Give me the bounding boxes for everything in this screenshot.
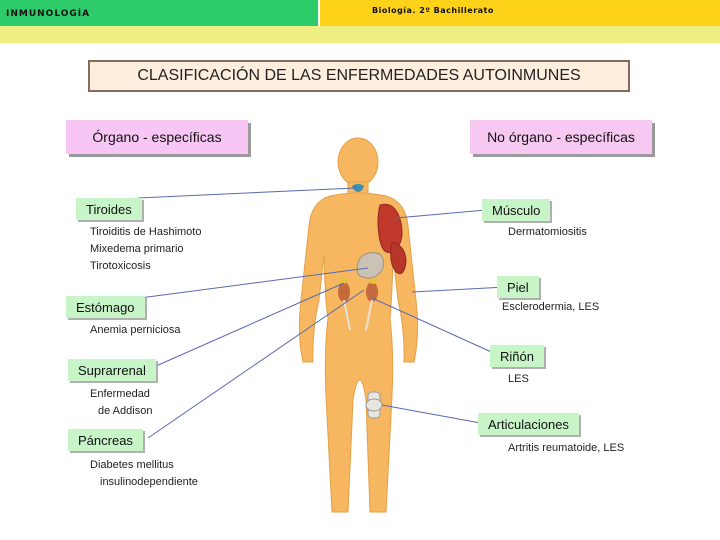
organ-tag-skin: Piel (497, 276, 539, 298)
disease-item: de Addison (98, 405, 153, 417)
disease-list-joints: Artritis reumatoide, LES (508, 440, 624, 457)
disease-item: Artritis reumatoide, LES (508, 442, 625, 454)
disease-list-kidney: LES (508, 371, 529, 388)
disease-item: Anemia perniciosa (90, 324, 181, 336)
disease-item: insulinodependiente (100, 476, 198, 488)
disease-item: Dermatomiositis (508, 226, 587, 238)
disease-list-skin: Esclerodermia, LES (502, 299, 599, 316)
header-subject-bar: INMUNOLOGÍA (0, 0, 318, 26)
disease-list-muscle: Dermatomiositis (508, 224, 587, 241)
disease-list-stomach: Anemia perniciosa (90, 322, 181, 339)
disease-item: Enfermedad (90, 388, 150, 400)
disease-list-pancreas: Diabetes mellitus insulinodependiente (90, 457, 198, 491)
organ-tag-thyroid: Tiroides (76, 198, 142, 220)
disease-list-thyroid: Tiroiditis de Hashimoto Mixedema primari… (90, 224, 201, 275)
organ-tag-muscle: Músculo (482, 199, 551, 221)
joint-icon (365, 391, 383, 419)
organ-tag-pancreas: Páncreas (68, 429, 143, 451)
header-band (0, 26, 720, 43)
category-non-organ-specific: No órgano - específicas (470, 120, 652, 154)
organ-tag-adrenal: Suprarrenal (68, 359, 156, 381)
body-silhouette (298, 137, 419, 513)
disease-item: LES (508, 373, 529, 385)
header-course-bar: Biología. 2º Bachillerato (320, 0, 720, 26)
organ-tag-stomach: Estómago (66, 296, 145, 318)
muscle-icon (377, 203, 407, 275)
kidney-icon (338, 282, 378, 331)
disease-item: Diabetes mellitus (90, 459, 174, 471)
header-course: Biología. 2º Bachillerato (372, 6, 494, 15)
connector-lines (137, 187, 507, 439)
disease-item: Tiroiditis de Hashimoto (90, 226, 202, 238)
slide-title: CLASIFICACIÓN DE LAS ENFERMEDADES AUTOIN… (88, 60, 630, 92)
stomach-icon (356, 252, 385, 279)
category-organ-specific: Órgano - específicas (66, 120, 248, 154)
thyroid-icon (352, 184, 364, 192)
adrenal-icon (339, 278, 377, 284)
disease-item: Tirotoxicosis (90, 260, 151, 272)
disease-item: Esclerodermia, LES (502, 301, 600, 313)
disease-list-adrenal: Enfermedad de Addison (90, 386, 152, 420)
header-subject: INMUNOLOGÍA (6, 9, 91, 19)
disease-item: Mixedema primario (90, 243, 184, 255)
organ-tag-joints: Articulaciones (478, 413, 579, 435)
organ-tag-kidney: Riñón (490, 345, 544, 367)
